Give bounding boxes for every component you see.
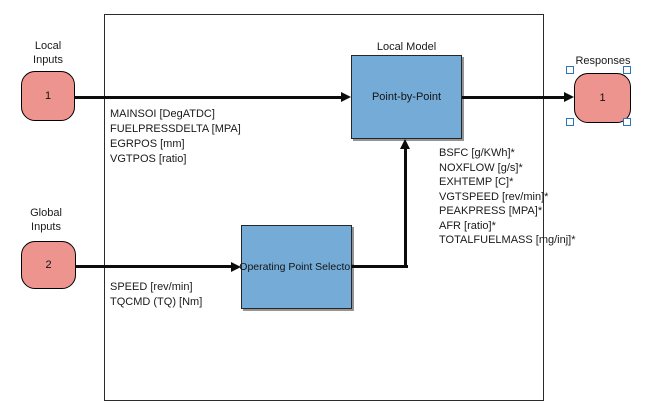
global-inputs-port[interactable]: 2 (21, 241, 76, 289)
arrowhead-selector (400, 139, 410, 149)
signal-line-local-inputs[interactable] (74, 96, 343, 99)
signal-line-responses[interactable] (462, 96, 566, 99)
selection-handle-top-right[interactable] (623, 66, 631, 74)
subsystem-boundary[interactable] (104, 14, 544, 401)
local-inputs-port-number: 1 (44, 90, 52, 102)
arrowhead-global-inputs (231, 262, 241, 272)
local-inputs-label: Local Inputs (33, 40, 63, 66)
point-by-point-label: Point-by-Point (371, 91, 442, 103)
signal-line-selector-horizontal[interactable] (352, 265, 408, 268)
local-input-signal-names: MAINSOI [DegATDC] FUELPRESSDELTA [MPA] E… (110, 108, 241, 165)
local-model-title: Local Model (376, 41, 437, 53)
point-by-point-block[interactable]: Point-by-Point (351, 55, 462, 139)
global-inputs-label: Global Inputs (30, 207, 62, 233)
local-inputs-port[interactable]: 1 (21, 71, 75, 121)
selection-handle-top-left[interactable] (566, 66, 574, 74)
responses-port[interactable]: 1 (574, 73, 631, 123)
signal-line-selector-vertical[interactable] (404, 148, 407, 268)
global-input-signal-names: SPEED [rev/min] TQCMD (TQ) [Nm] (110, 281, 203, 308)
arrowhead-local-inputs (341, 92, 351, 102)
operating-point-selector-block[interactable]: Operating Point Selector (239, 225, 354, 309)
response-signal-names: BSFC [g/KWh]* NOXFLOW [g/s]* EXHTEMP [C]… (439, 147, 576, 246)
selection-handle-bottom-right[interactable] (623, 118, 631, 126)
responses-port-number: 1 (599, 92, 606, 104)
arrowhead-responses (564, 92, 574, 102)
selection-handle-bottom-left[interactable] (566, 118, 574, 126)
global-inputs-port-number: 2 (45, 259, 52, 271)
signal-line-global-inputs[interactable] (75, 265, 233, 268)
operating-point-selector-label: Operating Point Selector (239, 261, 354, 273)
responses-label: Responses (575, 55, 631, 67)
